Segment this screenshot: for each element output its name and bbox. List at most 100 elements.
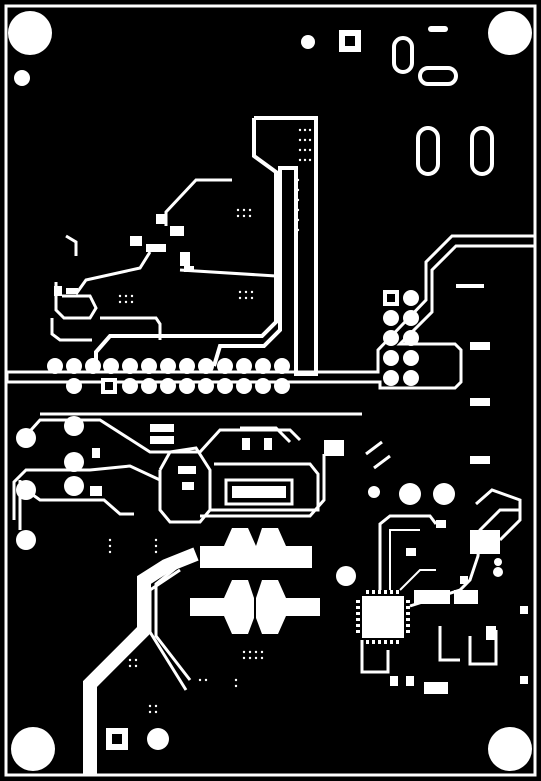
terminal-pad [336, 566, 356, 586]
copper-pour-outline [5, 234, 536, 390]
header-pin [122, 358, 138, 374]
smd-pad [470, 398, 490, 406]
header-pin [122, 378, 138, 394]
smd-pad [242, 438, 250, 450]
header-pin [403, 370, 419, 386]
smd-pad [470, 342, 490, 350]
signal-trace [200, 454, 326, 518]
power-pads [190, 528, 320, 634]
power-trace [148, 568, 188, 691]
mid-components [90, 424, 344, 496]
via-pad [494, 558, 502, 566]
header-pin [403, 310, 419, 326]
terminal-pad [16, 428, 36, 448]
ic-body-pad [362, 596, 404, 638]
smd-pad [180, 252, 190, 266]
board-outline [4, 4, 537, 777]
signal-trace [240, 426, 292, 444]
signal-trace [50, 318, 92, 342]
via-pad [301, 35, 315, 49]
header-pin [383, 330, 399, 346]
smd-pad [150, 424, 174, 432]
copper-trace-block [94, 118, 278, 366]
signal-trace [475, 488, 522, 542]
header-pin [383, 310, 399, 326]
signal-trace [360, 640, 390, 674]
smd-pad [54, 286, 62, 296]
header-pin [103, 358, 119, 374]
terminal-pad [64, 476, 84, 496]
via-pad [147, 728, 169, 750]
signal-trace [373, 454, 391, 470]
terminal-pad [16, 530, 36, 550]
smd-pad [156, 214, 166, 224]
ic-pins [356, 590, 410, 644]
smd-pad [92, 448, 100, 458]
header-pin [47, 358, 63, 374]
via-pad [493, 567, 503, 577]
oval-pad [470, 126, 494, 176]
via-grid [108, 128, 312, 714]
smd-pad [170, 226, 184, 236]
microcontroller-ic [356, 590, 410, 644]
oval-pad [392, 36, 414, 74]
stitching-vias [108, 128, 312, 714]
smd-pad [456, 284, 484, 288]
header-pin [85, 358, 101, 374]
smd-pad [182, 482, 194, 490]
mounting-hole [488, 11, 532, 55]
fet-pad [200, 528, 256, 568]
header-pin [403, 350, 419, 366]
oval-pad [416, 126, 440, 176]
header-pin [141, 378, 157, 394]
slot-pad [428, 26, 448, 32]
terminal-pad [433, 483, 455, 505]
smd-pad [66, 288, 78, 294]
header-pin [383, 350, 399, 366]
header-pin-hole [105, 382, 113, 390]
header-pin [160, 358, 176, 374]
terminal-pad [64, 452, 84, 472]
mounting-hole [8, 11, 52, 55]
oval-pad [418, 66, 458, 86]
smd-pad [146, 244, 166, 252]
signal-trace [12, 464, 161, 520]
header-row [47, 358, 290, 394]
mcu-support-pads [390, 520, 528, 694]
power-trace [83, 547, 199, 776]
mounting-hole [488, 727, 532, 771]
header-pin [274, 378, 290, 394]
via-pad [14, 70, 30, 86]
right-small-pads [456, 284, 490, 464]
smd-pad [150, 436, 174, 444]
signal-trace [210, 462, 320, 512]
fet-pad [190, 580, 254, 634]
signal-trace [399, 569, 436, 591]
smd-pad [178, 466, 196, 474]
signal-trace [378, 514, 438, 590]
signal-trace [74, 251, 152, 295]
component-cluster [54, 214, 194, 296]
header-pin [198, 378, 214, 394]
signal-trace [54, 282, 98, 320]
header-pin [160, 378, 176, 394]
header-pin [66, 358, 82, 374]
header-pin [217, 378, 233, 394]
smd-pad [470, 456, 490, 464]
signal-trace [25, 488, 134, 516]
fet-pad [256, 528, 312, 568]
header-pin [403, 330, 419, 346]
terminal-pad [64, 416, 84, 436]
header-pin [383, 370, 399, 386]
signal-trace [224, 478, 294, 506]
header-pin [403, 290, 419, 306]
smd-pad [130, 236, 142, 246]
square-pad-hole [112, 734, 122, 744]
signal-trace [65, 234, 78, 256]
header-pin [274, 358, 290, 374]
fet-pad [256, 580, 320, 634]
header-pin [255, 378, 271, 394]
signal-trace [365, 440, 383, 456]
